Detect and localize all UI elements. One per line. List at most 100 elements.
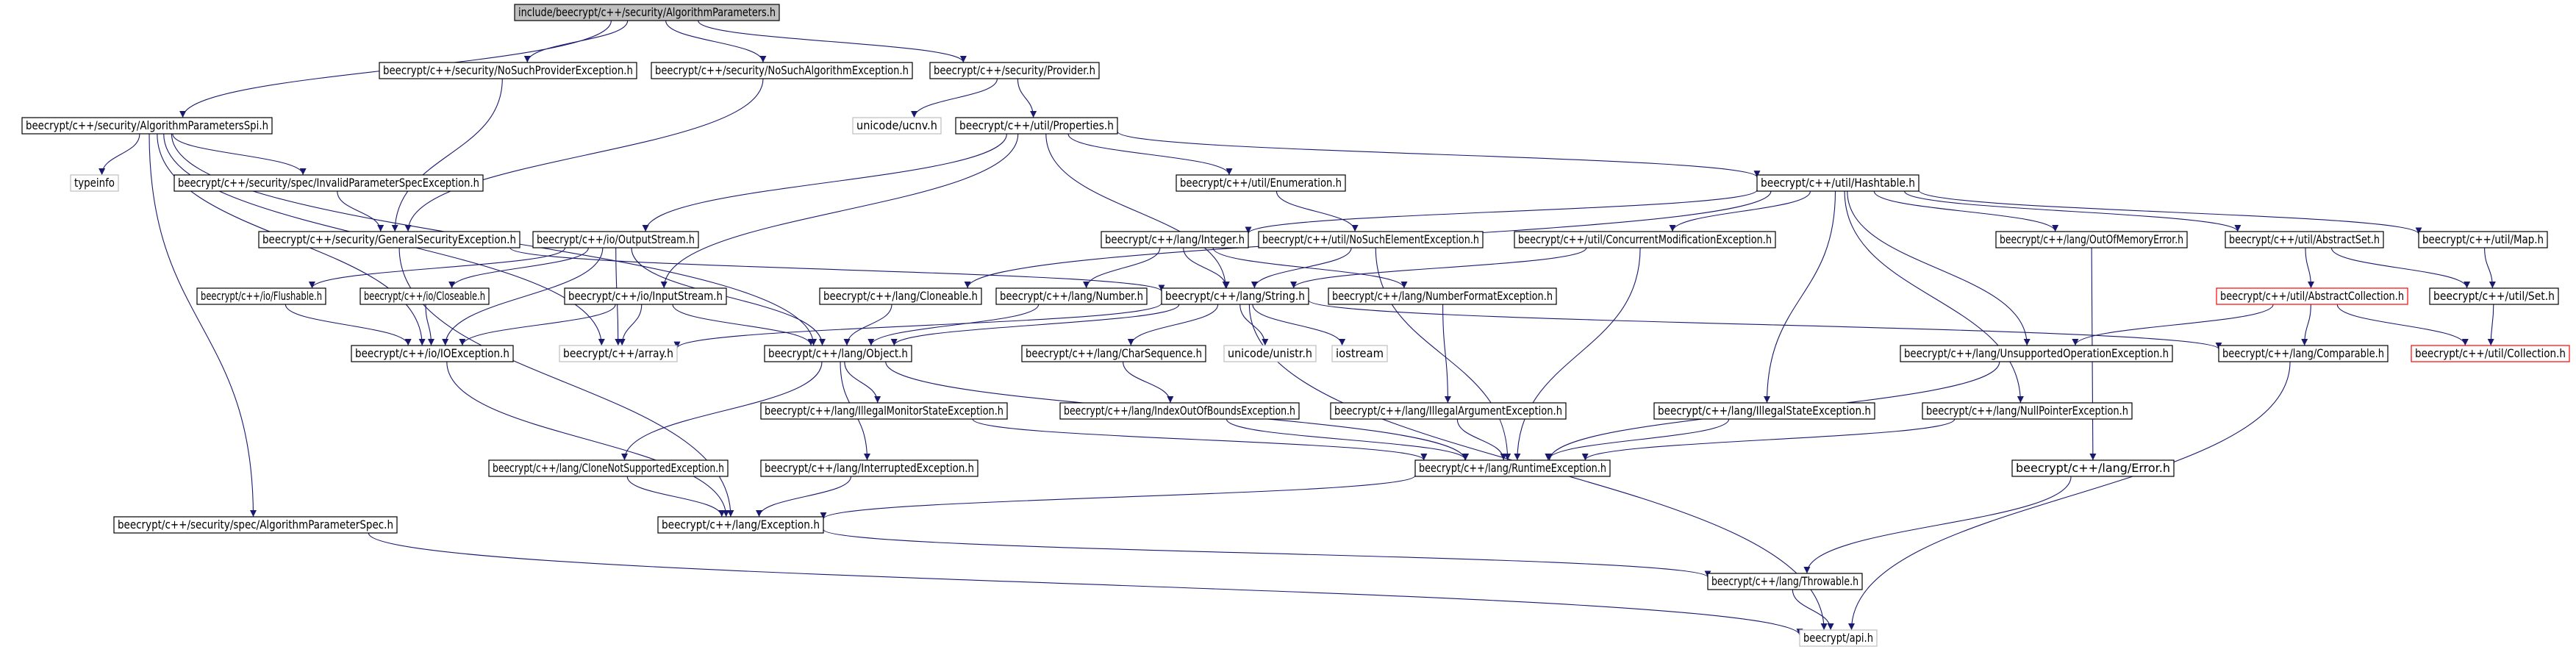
node-number[interactable]: beecrypt/c++/lang/Number.h — [995, 287, 1148, 305]
edge-apspec-to-api — [368, 532, 1803, 636]
node-box-exc — [657, 516, 824, 534]
node-label-nsa: beecrypt/c++/security/NoSuchAlgorithmExc… — [655, 63, 909, 77]
node-label-ioe: beecrypt/c++/io/IOException.h — [355, 346, 509, 360]
node-box-aset — [2225, 231, 2384, 248]
node-nfe[interactable]: beecrypt/c++/lang/NumberFormatException.… — [1328, 287, 1557, 305]
edge-nsp-to-gse — [391, 78, 503, 232]
node-imse[interactable]: beecrypt/c++/lang/IllegalMonitorStateExc… — [760, 402, 1008, 420]
edge-aset-to-acoll — [2305, 247, 2314, 289]
node-typeinfo: typeinfo — [70, 174, 119, 192]
node-box-nsp — [379, 62, 637, 79]
node-inte[interactable]: beecrypt/c++/lang/InterruptedException.h — [760, 459, 978, 477]
node-error[interactable]: beecrypt/c++/lang/Error.h — [2011, 459, 2175, 477]
node-box-gse — [258, 231, 520, 248]
node-label-array: beecrypt/c++/array.h — [563, 346, 673, 360]
node-exc[interactable]: beecrypt/c++/lang/Exception.h — [657, 516, 824, 534]
node-ise[interactable]: beecrypt/c++/lang/IllegalStateException.… — [1653, 402, 1875, 420]
node-gse[interactable]: beecrypt/c++/security/GeneralSecurityExc… — [258, 231, 520, 248]
node-box-umap — [2418, 231, 2548, 248]
node-box-ucnv — [852, 117, 942, 135]
edge-prov-to-ucnv — [911, 78, 998, 118]
node-apspec[interactable]: beecrypt/c++/security/spec/AlgorithmPara… — [113, 516, 398, 534]
edge-istream-to-array — [618, 304, 643, 346]
edge-throw-to-api — [1792, 589, 1834, 631]
node-flush[interactable]: beecrypt/c++/io/Flushable.h — [196, 287, 326, 305]
node-rte[interactable]: beecrypt/c++/lang/RuntimeException.h — [1414, 459, 1611, 477]
node-label-ostream: beecrypt/c++/io/OutputStream.h — [537, 232, 695, 246]
edge-charseq-to-ioobe — [1123, 361, 1174, 404]
node-coll[interactable]: beecrypt/c++/util/Collection.h — [2411, 345, 2570, 362]
node-box-array — [559, 345, 678, 362]
node-label-iostream: iostream — [1336, 346, 1384, 360]
edge-ise-to-rte — [1545, 418, 1730, 461]
node-object[interactable]: beecrypt/c++/lang/Object.h — [764, 345, 912, 362]
node-nsa[interactable]: beecrypt/c++/security/NoSuchAlgorithmExc… — [651, 62, 913, 79]
node-label-object: beecrypt/c++/lang/Object.h — [768, 346, 908, 360]
header-nodes: include/beecrypt/c++/security/AlgorithmP… — [21, 4, 2570, 647]
node-box-error — [2011, 459, 2175, 477]
node-ucnv: unicode/ucnv.h — [852, 117, 942, 135]
node-label-charseq: beecrypt/c++/lang/CharSequence.h — [1026, 346, 1202, 360]
edge-imse-to-rte — [972, 418, 1428, 461]
node-ipse[interactable]: beecrypt/c++/security/spec/InvalidParame… — [173, 174, 484, 192]
node-label-aset: beecrypt/c++/util/AbstractSet.h — [2229, 232, 2380, 246]
edge-hasht-to-umap — [1918, 190, 2422, 235]
node-hasht[interactable]: beecrypt/c++/util/Hashtable.h — [1756, 174, 1920, 192]
edge-istream-to-ioe — [459, 304, 616, 346]
node-umap[interactable]: beecrypt/c++/util/Map.h — [2418, 231, 2548, 248]
node-cloneable[interactable]: beecrypt/c++/lang/Cloneable.h — [819, 287, 982, 305]
node-aset[interactable]: beecrypt/c++/util/AbstractSet.h — [2225, 231, 2384, 248]
node-nsee[interactable]: beecrypt/c++/util/NoSuchElementException… — [1258, 231, 1484, 248]
node-uoe[interactable]: beecrypt/c++/lang/UnsupportedOperationEx… — [1900, 345, 2173, 362]
node-label-apspec: beecrypt/c++/security/spec/AlgorithmPara… — [118, 518, 393, 531]
node-label-string: beecrypt/c++/lang/String.h — [1165, 289, 1305, 303]
node-ioe[interactable]: beecrypt/c++/io/IOException.h — [351, 345, 514, 362]
node-prov[interactable]: beecrypt/c++/security/Provider.h — [929, 62, 1100, 79]
node-nsp[interactable]: beecrypt/c++/security/NoSuchProviderExce… — [379, 62, 637, 79]
node-string[interactable]: beecrypt/c++/lang/String.h — [1161, 287, 1309, 305]
node-charseq[interactable]: beecrypt/c++/lang/CharSequence.h — [1021, 345, 1206, 362]
node-label-gse: beecrypt/c++/security/GeneralSecurityExc… — [262, 232, 516, 246]
node-ostream[interactable]: beecrypt/c++/io/OutputStream.h — [532, 231, 699, 248]
dependency-edges — [99, 20, 2496, 636]
node-throw[interactable]: beecrypt/c++/lang/Throwable.h — [1707, 573, 1863, 590]
edge-object-to-imse — [844, 361, 881, 404]
node-label-throw: beecrypt/c++/lang/Throwable.h — [1711, 574, 1858, 588]
node-box-object — [764, 345, 912, 362]
edge-hasht-to-integer — [1245, 189, 1758, 234]
node-comparable[interactable]: beecrypt/c++/lang/Comparable.h — [2218, 345, 2389, 362]
node-istream[interactable]: beecrypt/c++/io/InputStream.h — [564, 287, 727, 305]
node-box-rte — [1414, 459, 1611, 477]
node-close[interactable]: beecrypt/c++/io/Closeable.h — [359, 287, 490, 305]
node-ioobe[interactable]: beecrypt/c++/lang/IndexOutOfBoundsExcept… — [1059, 402, 1300, 420]
edge-hasht-to-npe — [1844, 190, 2024, 404]
node-enumh[interactable]: beecrypt/c++/util/Enumeration.h — [1176, 174, 1346, 192]
node-label-nsee: beecrypt/c++/util/NoSuchElementException… — [1262, 232, 1479, 246]
node-acoll[interactable]: beecrypt/c++/util/AbstractCollection.h — [2216, 287, 2408, 305]
node-iae[interactable]: beecrypt/c++/lang/IllegalArgumentExcepti… — [1330, 402, 1567, 420]
edge-cnse-to-exc — [626, 476, 726, 518]
node-props[interactable]: beecrypt/c++/util/Properties.h — [955, 117, 1118, 135]
node-root[interactable]: include/beecrypt/c++/security/AlgorithmP… — [514, 4, 780, 21]
edge-string-to-array — [673, 302, 1162, 349]
node-uset[interactable]: beecrypt/c++/util/Set.h — [2429, 287, 2559, 305]
node-integer[interactable]: beecrypt/c++/lang/Integer.h — [1101, 231, 1249, 248]
edge-aset-to-uset — [2330, 247, 2471, 289]
node-label-ioobe: beecrypt/c++/lang/IndexOutOfBoundsExcept… — [1064, 404, 1295, 418]
node-label-close: beecrypt/c++/io/Closeable.h — [364, 289, 485, 303]
node-box-typeinfo — [70, 174, 119, 192]
edge-nfe-to-iae — [1442, 304, 1451, 404]
node-aps[interactable]: beecrypt/c++/security/AlgorithmParameter… — [21, 117, 273, 135]
node-cme[interactable]: beecrypt/c++/util/ConcurrentModification… — [1514, 231, 1776, 248]
edge-ioe-to-exc — [446, 361, 730, 518]
edge-root-to-nsp — [523, 20, 629, 63]
node-oome[interactable]: beecrypt/c++/lang/OutOfMemoryError.h — [1995, 231, 2188, 248]
node-npe[interactable]: beecrypt/c++/lang/NullPointerException.h — [1922, 402, 2133, 420]
node-box-cloneable — [819, 287, 982, 305]
node-label-api: beecrypt/api.h — [1803, 631, 1873, 645]
node-cnse[interactable]: beecrypt/c++/lang/CloneNotSupportedExcep… — [488, 459, 729, 477]
node-box-aps — [21, 117, 273, 135]
edge-props-to-string — [1045, 133, 1229, 289]
node-box-cme — [1514, 231, 1776, 248]
